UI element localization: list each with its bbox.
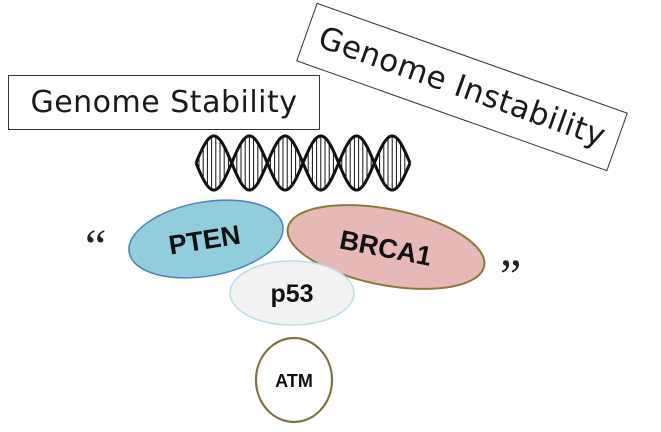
atm-label: ATM (275, 371, 313, 391)
genome-stability-label: Genome Stability (8, 75, 320, 130)
dna-rungs (198, 136, 410, 190)
brca1-protein: BRCA1 (286, 204, 486, 290)
dna-strand-b (194, 134, 412, 192)
dna-helix-icon (194, 134, 412, 192)
pten-protein: PTEN (128, 199, 284, 279)
close-quote-mark: ” (500, 250, 521, 303)
p53-label: p53 (270, 280, 313, 308)
p53-ellipse (229, 260, 355, 326)
brca1-ellipse (286, 204, 486, 290)
open-quote-mark: “ (85, 220, 106, 273)
atm-protein: ATM (254, 336, 334, 424)
p53-protein: p53 (229, 260, 355, 326)
pten-ellipse (128, 199, 284, 279)
atm-ellipse (254, 336, 334, 424)
